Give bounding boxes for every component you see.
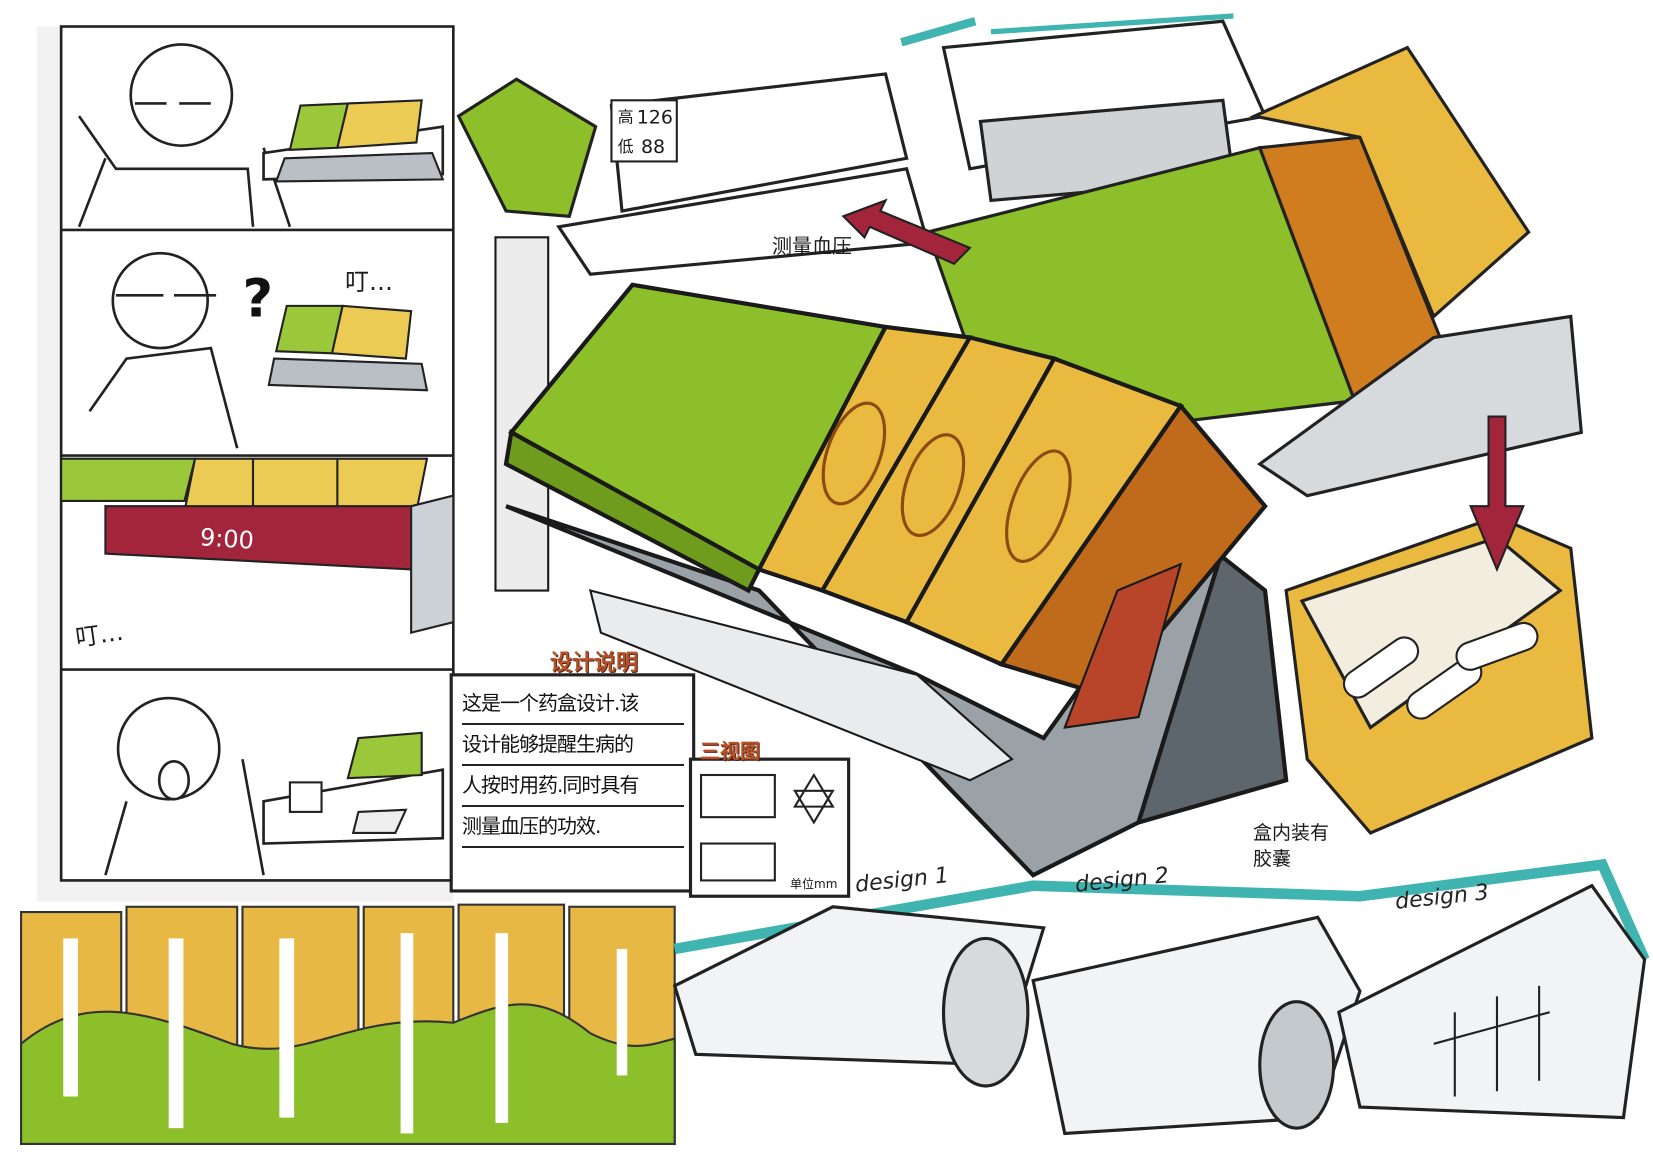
bp-high-label: 高 bbox=[618, 107, 634, 126]
design-note-line: 设计能够提醒生病的 bbox=[462, 725, 684, 766]
bp-high-value: 126 bbox=[637, 107, 673, 129]
bp-low-value: 88 bbox=[641, 136, 665, 158]
box-contents-label: 盒内装有胶囊 bbox=[1253, 822, 1330, 870]
mini-pillbox-panel4 bbox=[288, 731, 423, 835]
design-note-title: 设计说明 bbox=[550, 651, 639, 676]
panel3-sound-text: 叮… bbox=[73, 617, 126, 653]
open-capsule-box bbox=[1284, 515, 1594, 835]
arrow-measure-icon bbox=[841, 198, 972, 265]
design-note-line: 人按时用药.同时具有 bbox=[462, 766, 684, 807]
design-note-line: 测量血压的功效. bbox=[462, 807, 684, 848]
top-view-display bbox=[456, 72, 930, 276]
bp-low-label: 低 bbox=[618, 137, 634, 156]
design-note-text: 这是一个药盒设计.该 设计能够提醒生病的 人按时用药.同时具有 测量血压的功效. bbox=[462, 684, 684, 848]
panel2-sound-text: 叮… bbox=[345, 268, 393, 296]
mini-pillbox-panel2 bbox=[267, 304, 429, 392]
svg-text:?: ? bbox=[242, 268, 273, 329]
measure-bp-label: 测量血压 bbox=[772, 234, 852, 258]
arrow-down-icon bbox=[1469, 415, 1525, 573]
unfolded-pattern bbox=[20, 903, 676, 1146]
design-note-line: 这是一个药盒设计.该 bbox=[462, 684, 684, 725]
pillbox-closeup-panel3 bbox=[60, 457, 455, 635]
variant-sketches bbox=[672, 858, 1650, 1136]
design-note-box bbox=[449, 673, 696, 893]
panel3-clock-text: 9:00 bbox=[199, 523, 255, 555]
three-view-unit: 单位mm bbox=[790, 877, 838, 891]
main-pillbox bbox=[494, 236, 1289, 878]
mini-pillbox-panel1 bbox=[274, 99, 445, 183]
three-view-title: 三视图 bbox=[700, 739, 760, 763]
three-view-box bbox=[688, 757, 851, 898]
